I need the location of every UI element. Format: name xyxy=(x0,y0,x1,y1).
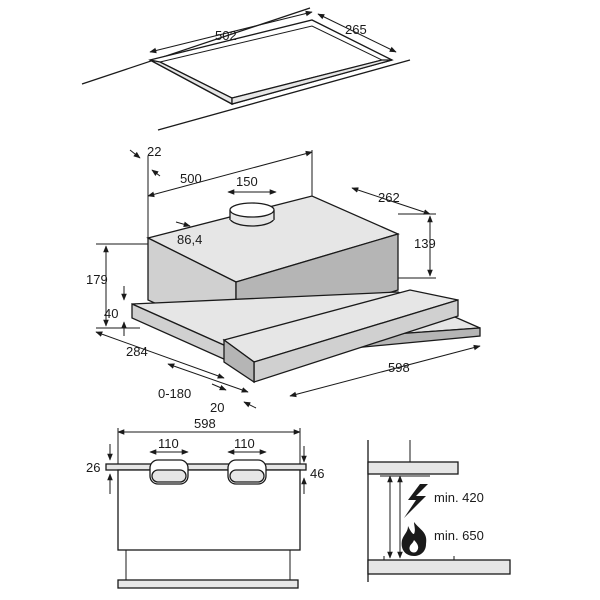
dim-label-slide-range: 0-180 xyxy=(158,386,191,401)
dim-label-body-width: 262 xyxy=(378,190,400,205)
dim-arrow-20-a xyxy=(211,383,227,391)
front-hole-left-inner xyxy=(151,469,187,483)
dim-arrow-22-b xyxy=(151,169,161,177)
install-hob xyxy=(367,559,511,575)
front-base xyxy=(117,579,299,589)
cutout-edge-front xyxy=(231,59,393,105)
dim-line-265 xyxy=(317,13,397,53)
install-hood xyxy=(367,461,459,475)
dim-label-top-left: 26 xyxy=(86,460,100,475)
dim-arrow-86-a xyxy=(175,221,191,227)
iso-view: 500 22 150 86,4 262 139 179 xyxy=(86,144,481,415)
dim-label-front-depth: 284 xyxy=(126,344,148,359)
front-top-plate xyxy=(105,463,307,471)
dim-arrow-22-a xyxy=(129,149,141,159)
dim-label-front-width: 598 xyxy=(194,416,216,431)
dim-label-top-width: 502 xyxy=(215,28,237,43)
dim-line-262 xyxy=(351,187,431,215)
outlet-top xyxy=(229,202,275,218)
dim-label-top-right: 46 xyxy=(310,466,324,481)
dim-label-offset-top: 22 xyxy=(147,144,161,159)
dim-label-depth: 500 xyxy=(180,171,202,186)
dim-label-outlet-diameter: 150 xyxy=(236,174,258,189)
label-min-gas: min. 650 xyxy=(434,528,484,543)
lightning-icon xyxy=(404,484,428,518)
dim-label-total-width: 598 xyxy=(388,360,410,375)
dim-line-598-iso xyxy=(289,344,481,398)
dim-label-outlet-offset: 86,4 xyxy=(177,232,202,247)
dim-label-bottom-height: 40 xyxy=(104,306,118,321)
front-body xyxy=(117,469,301,551)
dim-line-502 xyxy=(149,10,313,54)
dim-label-body-height: 139 xyxy=(414,236,436,251)
top-view: 502 265 xyxy=(81,7,411,131)
dim-label-top-depth: 265 xyxy=(345,22,367,37)
label-min-electric: min. 420 xyxy=(434,490,484,505)
flame-icon xyxy=(401,522,427,556)
dim-arrow-20-b xyxy=(243,401,257,409)
dim-label-hole-right: 110 xyxy=(234,436,255,451)
ceiling-line-front xyxy=(157,59,411,131)
dim-label-hole-left: 110 xyxy=(158,436,179,451)
front-hole-right-inner xyxy=(229,469,265,483)
dim-line-500 xyxy=(147,150,313,198)
dim-label-front-panel: 20 xyxy=(210,400,224,415)
install-view: min. 420 min. 650 xyxy=(367,440,511,582)
front-view: 598 110 110 26 46 xyxy=(86,416,324,589)
dim-line-slide xyxy=(167,363,249,393)
dim-label-total-height: 179 xyxy=(86,272,108,287)
